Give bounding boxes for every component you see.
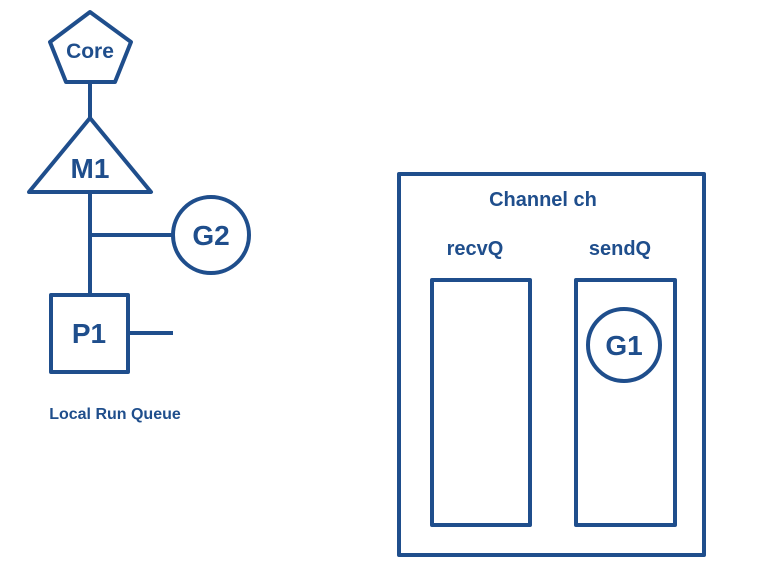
m1-node	[27, 116, 153, 194]
core-node	[48, 10, 133, 84]
p1-label: P1	[72, 318, 106, 349]
local-run-queue-label: Local Run Queue	[49, 406, 181, 423]
g1-node	[586, 307, 662, 383]
channel-box	[397, 172, 706, 557]
m1-label: M1	[71, 153, 110, 184]
send-queue-box	[574, 278, 677, 527]
g2-node	[171, 195, 251, 275]
recv-queue-box	[430, 278, 532, 527]
g2-label: G2	[192, 220, 229, 251]
recv-queue-label: recvQ	[447, 238, 504, 260]
g1-label: G1	[605, 330, 642, 361]
p1-node	[49, 293, 130, 374]
channel-title: Channel ch	[489, 189, 597, 211]
core-label: Core	[66, 40, 114, 63]
send-queue-label: sendQ	[589, 238, 651, 260]
